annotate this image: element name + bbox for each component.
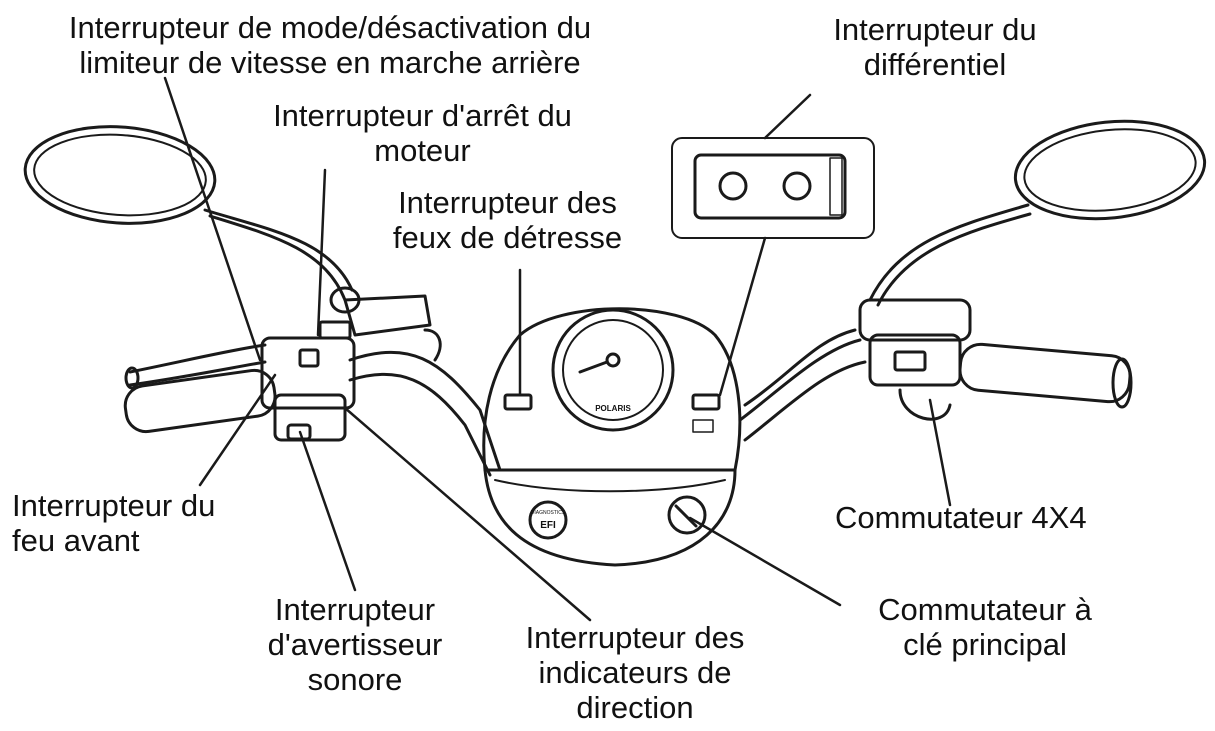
- left-grip: [123, 345, 278, 434]
- differential-inset: [672, 138, 874, 238]
- label-headlight-switch: Interrupteur du feu avant: [12, 488, 292, 558]
- label-line: feu avant: [12, 523, 292, 558]
- label-line: Commutateur 4X4: [835, 500, 1155, 535]
- label-line: sonore: [230, 662, 480, 697]
- right-mirror: [870, 112, 1209, 305]
- label-turn-signal-switch: Interrupteur des indicateurs de directio…: [480, 620, 790, 725]
- handlebar-tube: [350, 330, 865, 475]
- label-line: Interrupteur de mode/désactivation du: [5, 10, 655, 45]
- label-differential-switch: Interrupteur du différentiel: [800, 12, 1070, 82]
- gauge-brand: POLARIS: [595, 404, 631, 413]
- label-line: Interrupteur du: [800, 12, 1070, 47]
- instrument-pod: [484, 309, 740, 565]
- label-line: indicateurs de: [480, 655, 790, 690]
- label-line: moteur: [225, 133, 620, 168]
- efi-text: EFI: [540, 520, 556, 531]
- label-line: différentiel: [800, 47, 1070, 82]
- label-line: Commutateur à: [830, 592, 1140, 627]
- efi-diagnostics-text: DIAGNOSTICS: [531, 510, 566, 516]
- label-line: d'avertisseur: [230, 627, 480, 662]
- label-line: Interrupteur des: [360, 185, 655, 220]
- label-line: clé principal: [830, 627, 1140, 662]
- label-mode-switch: Interrupteur de mode/désactivation du li…: [5, 10, 655, 80]
- label-horn-switch: Interrupteur d'avertisseur sonore: [230, 592, 480, 697]
- label-line: limiteur de vitesse en marche arrière: [5, 45, 655, 80]
- right-grip: [958, 343, 1131, 407]
- left-switch-housing: [262, 288, 440, 440]
- label-engine-stop: Interrupteur d'arrêt du moteur: [225, 98, 620, 168]
- label-line: Interrupteur des: [480, 620, 790, 655]
- label-4x4-switch: Commutateur 4X4: [835, 500, 1155, 535]
- label-line: Interrupteur du: [12, 488, 292, 523]
- label-line: Interrupteur: [230, 592, 480, 627]
- label-line: Interrupteur d'arrêt du: [225, 98, 620, 133]
- right-switch-housing: [860, 300, 970, 419]
- label-line: feux de détresse: [360, 220, 655, 255]
- label-hazard-switch: Interrupteur des feux de détresse: [360, 185, 655, 255]
- label-key-switch: Commutateur à clé principal: [830, 592, 1140, 662]
- label-line: direction: [480, 690, 790, 725]
